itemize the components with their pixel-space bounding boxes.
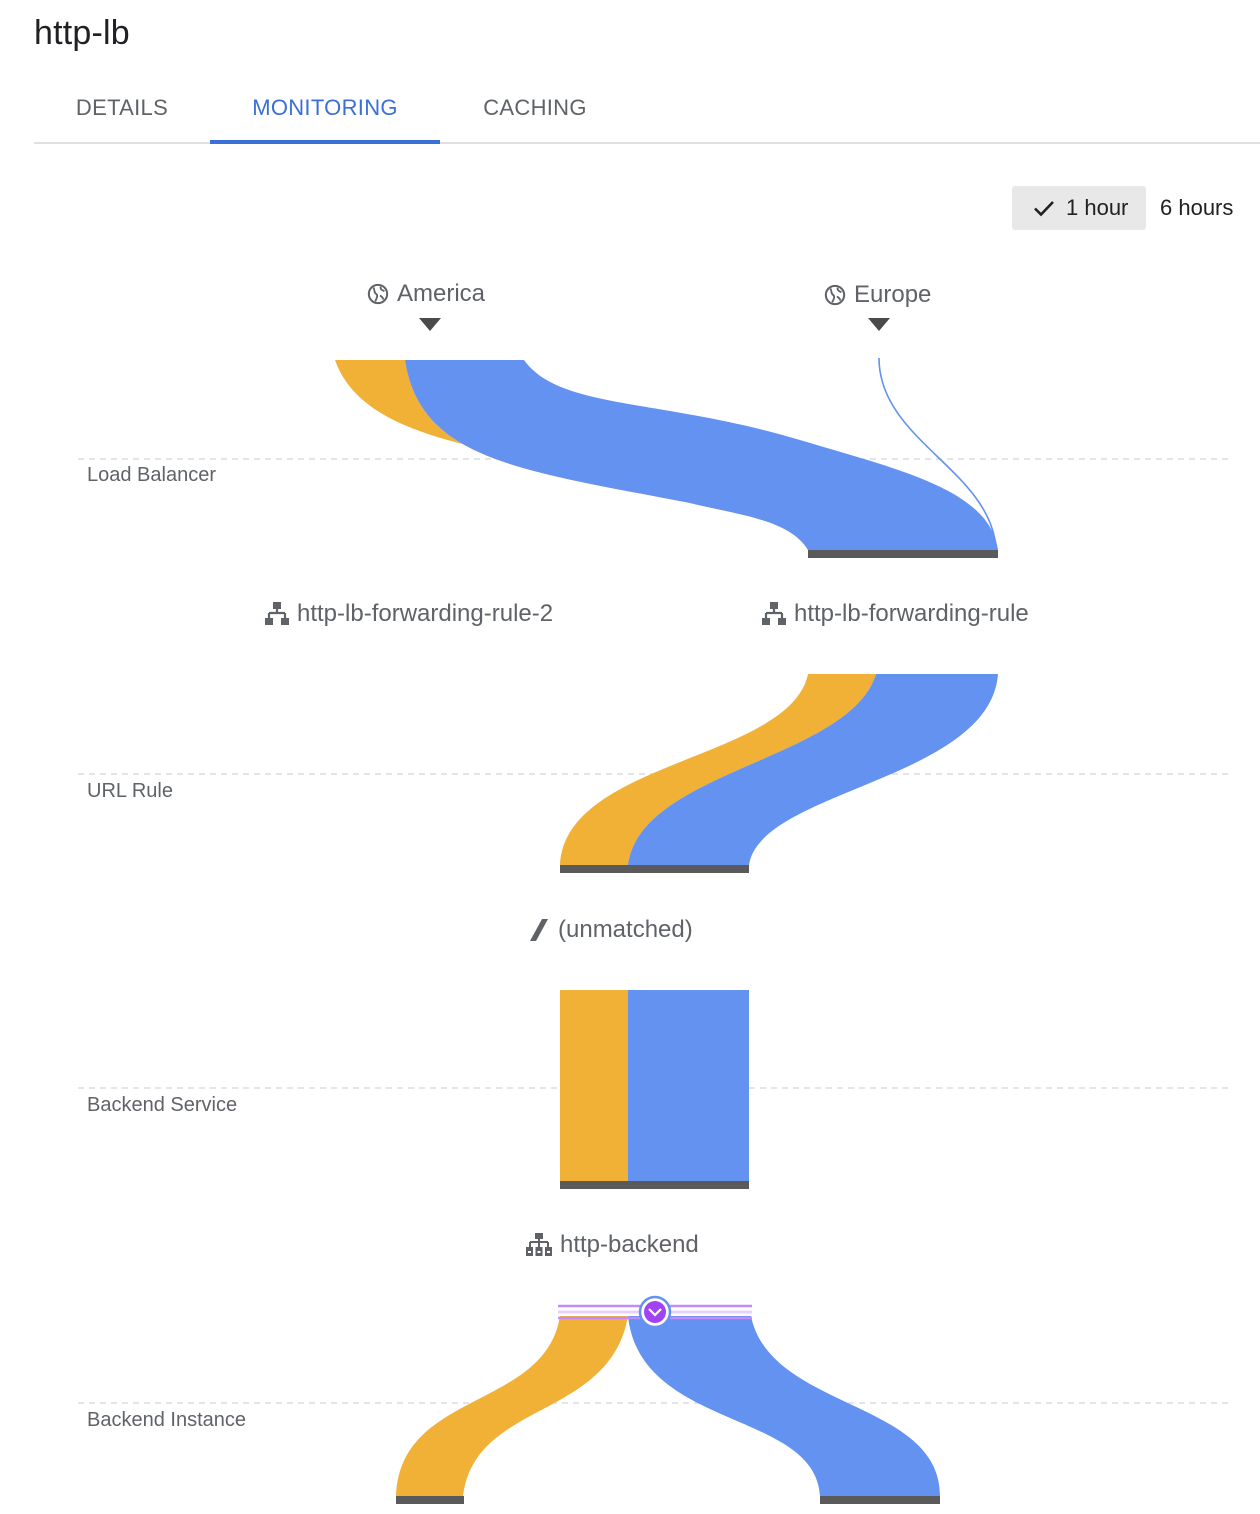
node-bar-url-rule[interactable] [560,865,749,873]
flow-backend-service-orange[interactable] [560,990,628,1182]
page-title: http-lb [34,14,130,52]
flow-backend-service-blue[interactable] [628,990,749,1182]
node-http-lb-forwarding-rule-2-label: http-lb-forwarding-rule-2 [297,600,554,627]
globe-icon [367,283,389,305]
tab-details[interactable]: DETAILS [75,95,169,120]
tab-monitoring[interactable]: MONITORING [210,80,440,144]
node-unmatched-label: (unmatched) [558,916,693,943]
flow-instance-orange[interactable] [396,1316,628,1496]
checkmark-icon [1034,201,1054,217]
node-bar-forwarding-rule[interactable] [808,550,998,558]
row-label-backend-service: Backend Service [87,1094,238,1116]
region-america-label: America [397,280,486,307]
row-label-load-balancer: Load Balancer [87,464,216,486]
node-http-backend-label: http-backend [560,1231,699,1258]
flow-instance-blue[interactable] [628,1316,940,1496]
region-europe-dropdown-icon[interactable] [868,318,890,331]
node-bar-instance-2[interactable] [820,1496,940,1504]
region-europe[interactable]: Europe [824,281,931,309]
node-http-lb-forwarding-rule[interactable]: http-lb-forwarding-rule [762,600,1029,628]
node-unmatched[interactable]: (unmatched) [528,916,693,944]
node-http-lb-forwarding-rule-2[interactable]: http-lb-forwarding-rule-2 [265,600,553,628]
forwarding-rule-icon [265,602,289,625]
globe-icon [824,284,846,306]
node-bar-backend-service[interactable] [560,1181,749,1189]
tab-bar: DETAILS MONITORING CACHING [34,80,1260,144]
flow-url-rule-blue[interactable] [628,674,998,865]
time-range-1-hour-label: 1 hour [1066,195,1129,220]
flow-europe-blue[interactable] [878,357,997,549]
forwarding-rule-icon [762,602,786,625]
expand-instances-icon[interactable] [638,1295,672,1329]
region-europe-label: Europe [854,281,932,308]
node-http-backend[interactable]: http-backend [526,1231,699,1259]
row-label-backend-instance: Backend Instance [87,1409,246,1431]
row-label-url-rule: URL Rule [87,780,173,802]
node-bar-instance-1[interactable] [396,1496,464,1504]
region-america[interactable]: America [367,280,485,308]
tab-caching[interactable]: CACHING [483,95,587,120]
url-rule-icon [530,919,548,941]
time-range-6-hours-button[interactable]: 6 hours [1160,195,1234,220]
backend-service-icon [526,1233,552,1256]
flow-url-rule-orange[interactable] [560,674,876,865]
region-america-dropdown-icon[interactable] [419,318,441,331]
time-range-1-hour-button[interactable]: 1 hour [1012,186,1146,230]
flow-america-blue[interactable] [405,360,998,550]
node-http-lb-forwarding-rule-label: http-lb-forwarding-rule [794,600,1029,627]
